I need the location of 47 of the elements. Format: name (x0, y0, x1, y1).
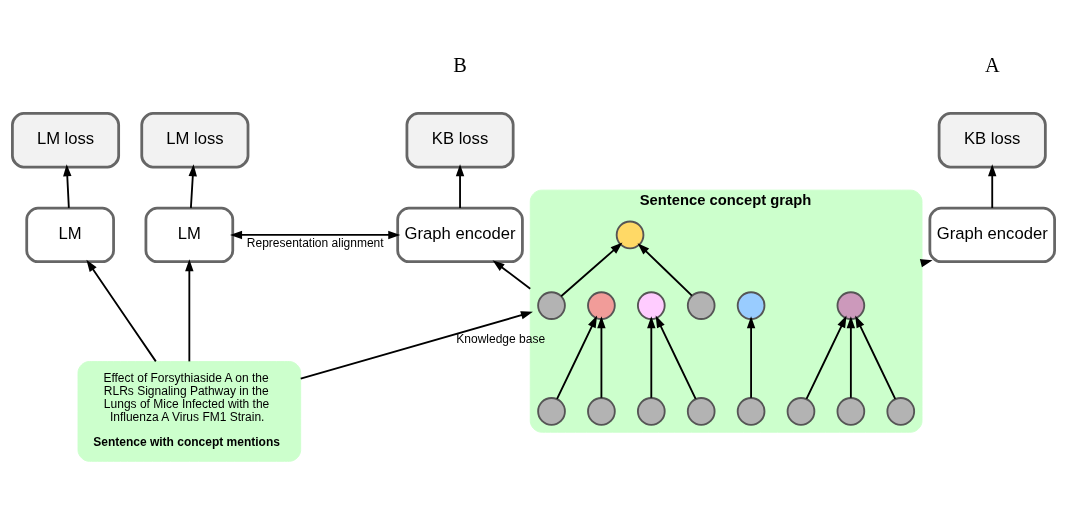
edge-label: Knowledge base (456, 332, 546, 347)
node-circle (686, 291, 716, 320)
arrow (655, 315, 697, 400)
edge-label: Representation alignment (246, 236, 384, 251)
node-box: LM loss (11, 112, 121, 169)
node-circle (686, 397, 716, 426)
arrow (86, 259, 157, 363)
node-circle (886, 397, 916, 426)
label: A (984, 53, 1000, 76)
node-circle (736, 291, 766, 320)
node-circle (615, 220, 645, 250)
node-circle (836, 291, 866, 320)
node-box: KB loss (405, 112, 515, 169)
node-box: KB loss (937, 112, 1047, 169)
arrow (455, 164, 465, 209)
node-box: Graph encoder (396, 206, 524, 264)
node-circle (836, 397, 866, 426)
arrow (230, 230, 401, 240)
arrow (846, 316, 856, 399)
node-circle (636, 291, 666, 320)
node-circle (636, 397, 666, 426)
node-circle (736, 397, 766, 426)
node-circle (786, 397, 816, 426)
label: B (453, 53, 467, 76)
node-box: Effect of Forsythiaside A on the RLRs Signaling Pathway in the Lungs of Mice Infected with the Influenza A Virus FM1 Strain. Sentence with concept mentions (77, 361, 302, 462)
arrow (492, 260, 532, 290)
arrow (299, 311, 533, 380)
node-box: LM loss (140, 112, 250, 169)
arrow (63, 164, 72, 209)
arrow (855, 315, 897, 400)
arrow (746, 316, 756, 399)
arrow (556, 315, 598, 400)
node-circle (537, 291, 566, 320)
arrow (637, 243, 693, 297)
node-circle (587, 291, 616, 320)
arrow (185, 259, 194, 363)
node-box: LM (144, 206, 235, 264)
arrow (597, 316, 606, 399)
node-circle (587, 397, 616, 426)
node-circle (537, 397, 566, 426)
arrow (805, 315, 847, 400)
arrow (988, 164, 997, 209)
node-box: Graph encoder (928, 206, 1056, 264)
arrow (647, 316, 656, 399)
node-box: LM (25, 206, 115, 264)
arrow (560, 242, 623, 298)
arrow (188, 164, 197, 209)
